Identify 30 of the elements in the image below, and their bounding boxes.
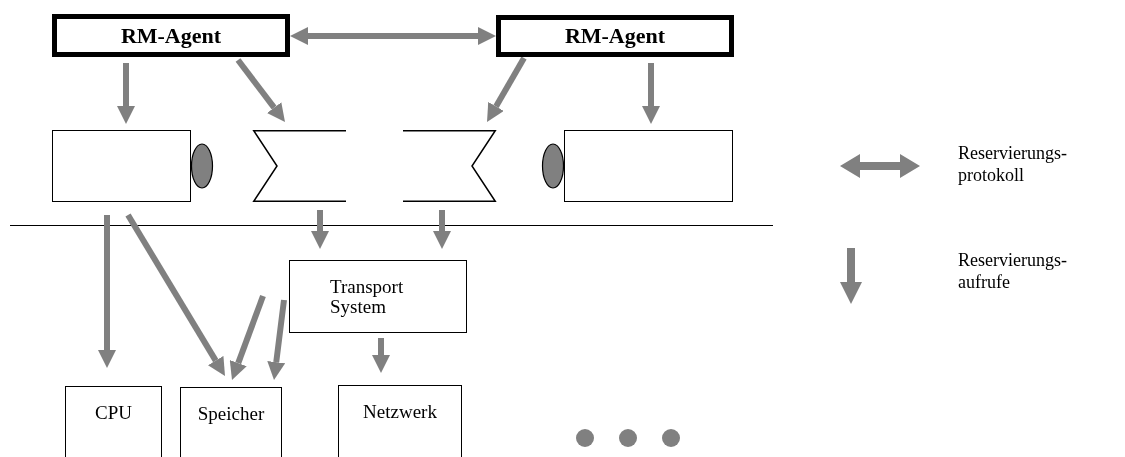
arrow [487,56,527,122]
resource-box [180,387,282,457]
arrow [235,58,285,122]
arrow [311,210,329,249]
resource-box [338,385,462,457]
agent-box [52,14,290,57]
arrow [290,27,496,45]
process-box [289,260,467,333]
agent-box [496,15,734,57]
node-label: CPU [95,403,132,423]
legend-text: Reservierungs- protokoll [958,143,1068,187]
arrow [267,299,287,380]
legend-text: Reservierungs- aufrufe [958,250,1068,294]
arrow [642,63,660,124]
node-label: Netzwerk [363,402,437,422]
buffer-shape [253,130,346,202]
node-label: Transport System [330,276,405,317]
resource-box [65,386,162,457]
arrow [433,210,451,249]
arrow [229,294,266,380]
arrow [98,215,116,368]
arrow [372,338,390,373]
arrow [117,63,135,124]
arrow [125,213,225,376]
agent-label: RM-Agent [564,24,666,48]
empty-box [564,130,733,202]
empty-box [52,130,191,202]
agent-label: RM-Agent [120,23,222,48]
buffer-shape [403,130,496,202]
node-label: Speicher [197,404,265,424]
